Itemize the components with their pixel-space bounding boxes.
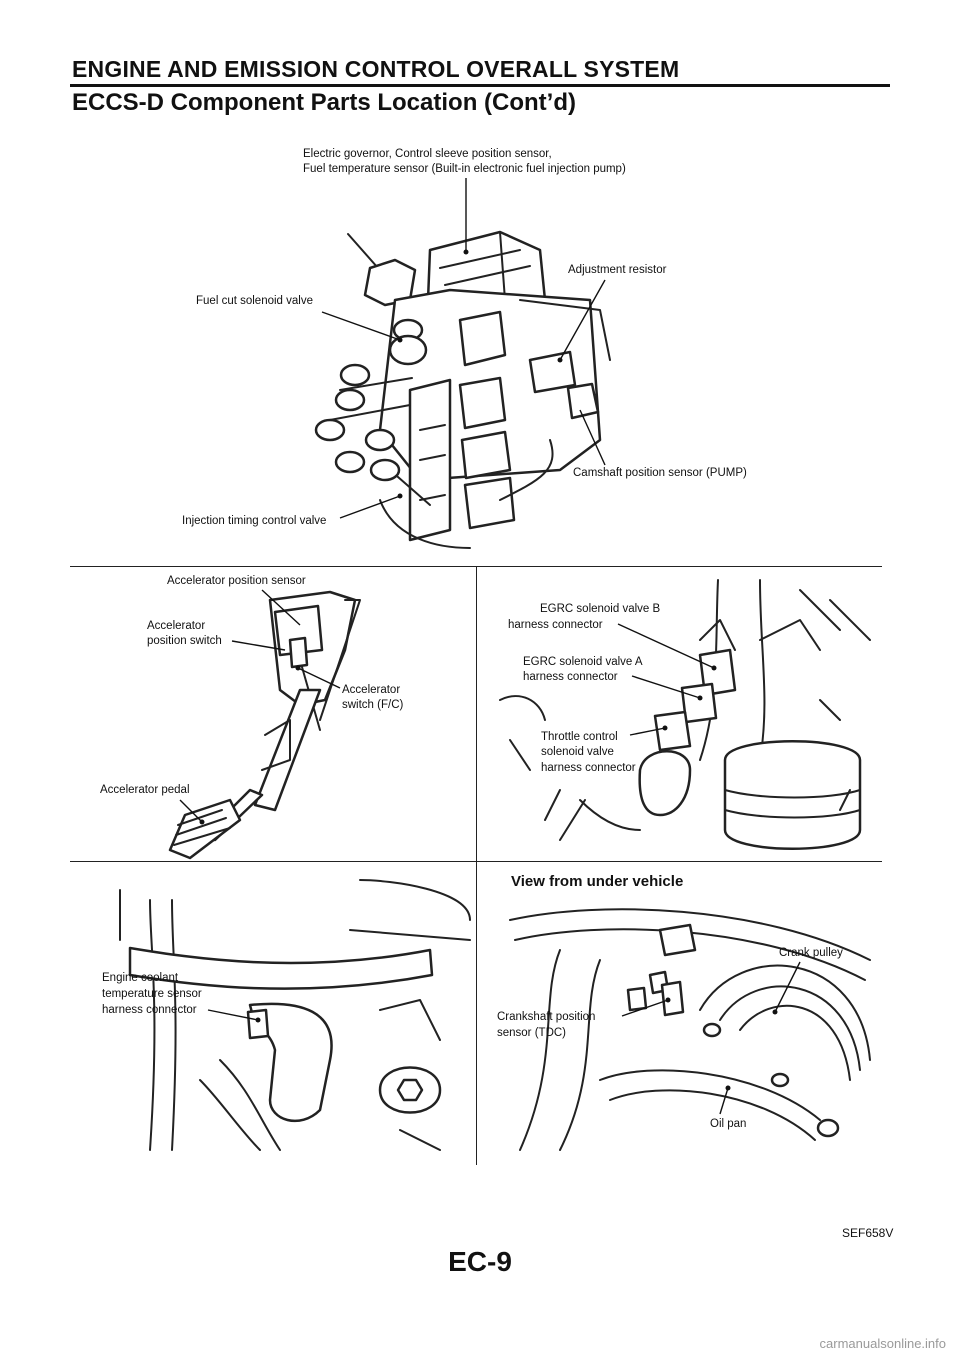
figure5-labels: Crank pulley Crankshaft position sensor … (497, 947, 843, 1130)
figure-code: SEF658V (842, 1226, 894, 1240)
label-egrc-b-2: harness connector (508, 619, 603, 631)
section-title: ENGINE AND EMISSION CONTROL OVERALL SYST… (72, 56, 680, 82)
label-governor-line1: Electric governor, Control sleeve positi… (303, 148, 552, 160)
label-crank-pulley: Crank pulley (779, 947, 843, 959)
divider-vertical (476, 567, 477, 1165)
egrc-solenoid-illustration (499, 579, 871, 850)
label-accel-switch-1: Accelerator (342, 684, 400, 696)
label-view-title: View from under vehicle (511, 873, 683, 890)
label-crankshaft-2: sensor (TDC) (497, 1027, 566, 1039)
page-number: EC-9 (448, 1246, 512, 1277)
label-crankshaft-1: Crankshaft position (497, 1011, 595, 1023)
divider-top (70, 566, 882, 567)
label-accel-position-switch-2: position switch (147, 635, 222, 647)
label-coolant-1: Engine coolant (102, 972, 179, 984)
label-egrc-a-2: harness connector (523, 671, 618, 683)
label-egrc-a-1: EGRC solenoid valve A (523, 656, 643, 668)
header-rule (70, 84, 890, 87)
figure4-labels: Engine coolant temperature sensor harnes… (102, 972, 261, 1023)
label-governor-line2: Fuel temperature sensor (Built-in electr… (303, 163, 626, 175)
figure1-labels: Electric governor, Control sleeve positi… (182, 148, 747, 527)
figure3-labels: EGRC solenoid valve B harness connector … (508, 603, 717, 774)
fuel-injection-pump-illustration (314, 230, 611, 549)
label-accel-switch-2: switch (F/C) (342, 699, 404, 711)
label-camshaft-sensor: Camshaft position sensor (PUMP) (573, 467, 747, 479)
figure2-labels: Accelerator position sensor Accelerator … (100, 575, 404, 825)
label-coolant-3: harness connector (102, 1004, 197, 1016)
section-subtitle: ECCS-D Component Parts Location (Cont’d) (72, 89, 576, 116)
label-accel-position-switch-1: Accelerator (147, 620, 205, 632)
label-egrc-b-1: EGRC solenoid valve B (540, 603, 660, 615)
label-accel-position-sensor: Accelerator position sensor (167, 575, 306, 587)
label-oil-pan: Oil pan (710, 1118, 746, 1130)
watermark: carmanualsonline.info (819, 1336, 946, 1351)
label-coolant-2: temperature sensor (102, 988, 202, 1000)
engine-coolant-illustration (119, 879, 471, 1151)
label-accel-pedal: Accelerator pedal (100, 784, 190, 796)
label-injection-timing: Injection timing control valve (182, 515, 326, 527)
label-throttle-2: solenoid valve (541, 746, 614, 758)
label-adjustment-resistor: Adjustment resistor (568, 264, 667, 276)
accelerator-pedal-illustration (168, 590, 361, 860)
label-throttle-3: harness connector (541, 762, 636, 774)
label-throttle-1: Throttle control (541, 731, 618, 743)
label-fuel-cut-solenoid: Fuel cut solenoid valve (196, 295, 313, 307)
